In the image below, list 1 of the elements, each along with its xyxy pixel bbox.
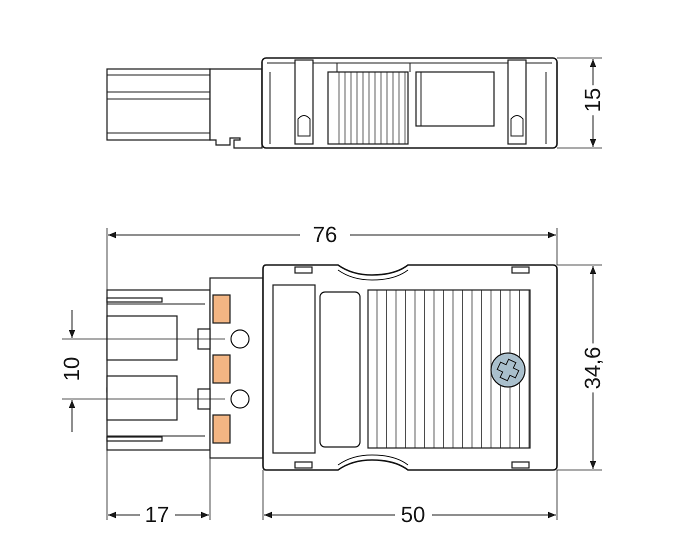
- dimension-label: 34,6: [582, 344, 604, 392]
